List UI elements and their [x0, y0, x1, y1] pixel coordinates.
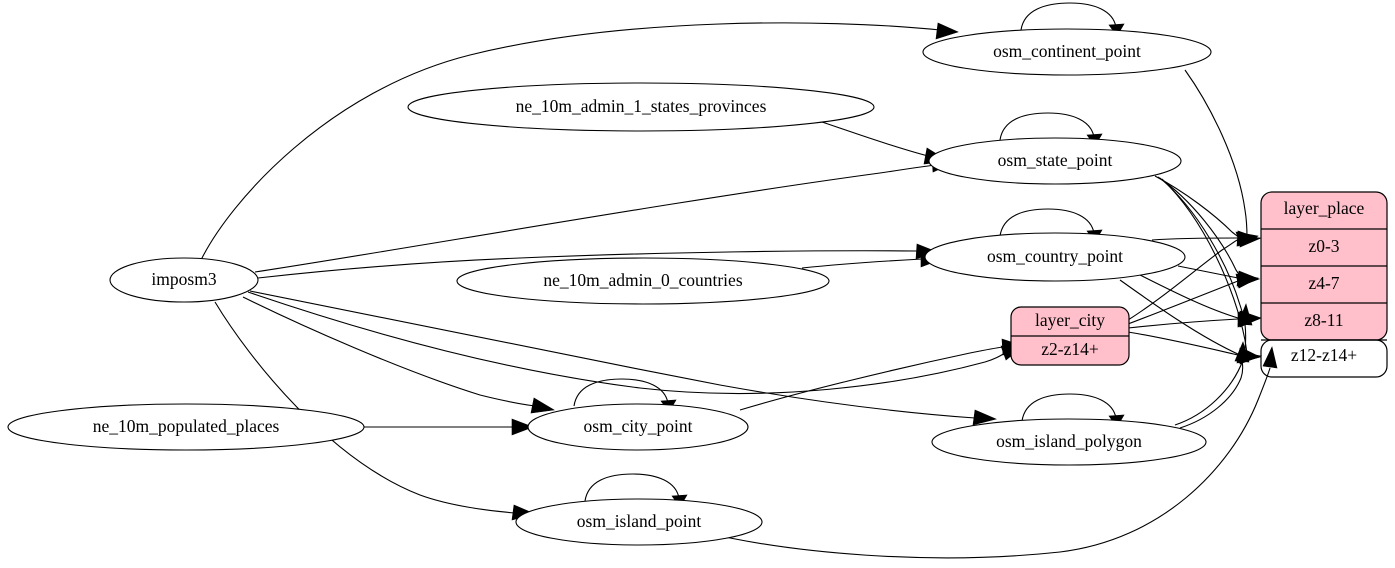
node-osm_state_point[interactable]: osm_state_point	[928, 137, 1182, 185]
nodes-layer: imposm3 ne_10m_admin_1_states_provinces …	[7, 28, 1212, 546]
node-ne_admin1-label: ne_10m_admin_1_states_provinces	[516, 96, 767, 116]
layer-city-header-label: layer_city	[1035, 310, 1105, 330]
record-node-layer_city[interactable]: layer_city z2-z14+	[1010, 306, 1130, 366]
layer-place-row-z0-3: z0-3	[1308, 236, 1339, 256]
node-island-point-label: osm_island_point	[577, 511, 702, 531]
edge-layer_city-to-layer_place-z4	[1127, 273, 1259, 325]
node-osm_city_point[interactable]: osm_city_point	[527, 403, 749, 451]
node-osm_island_polygon[interactable]: osm_island_polygon	[931, 418, 1207, 466]
edge-osm_city_point-to-layer_city	[739, 338, 1024, 411]
node-ne_10m_admin_0_countries[interactable]: ne_10m_admin_0_countries	[456, 257, 830, 305]
node-country-label: osm_country_point	[987, 246, 1123, 266]
node-ne_10m_admin_1_states_provinces[interactable]: ne_10m_admin_1_states_provinces	[407, 82, 875, 132]
edge-imposm3-to-layer_city	[247, 291, 1023, 395]
edge-layer_city-to-layer_place-z8	[1127, 311, 1259, 329]
node-osm_island_point[interactable]: osm_island_point	[515, 498, 763, 546]
layer-place-header-label: layer_place	[1284, 198, 1365, 218]
node-state-label: osm_state_point	[998, 150, 1113, 170]
edge-osm_island_polygon-to-layer_place-z12	[1179, 341, 1250, 429]
edge-ne_admin1-to-osm_state_point	[821, 121, 949, 165]
layer-place-row-z4-7: z4-7	[1308, 273, 1339, 293]
layer-place-row-z12-z14: z12-z14+	[1291, 345, 1357, 365]
edge-ne_admin0-to-osm_country_point	[801, 250, 943, 269]
node-continent-label: osm_continent_point	[993, 41, 1141, 61]
edge-ne_places-to-osm_city_point	[363, 418, 534, 436]
node-imposm3[interactable]: imposm3	[109, 257, 259, 303]
node-osm_continent_point[interactable]: osm_continent_point	[922, 28, 1212, 76]
layer-city-row-z2-z14: z2-z14+	[1041, 339, 1099, 359]
node-city-label: osm_city_point	[584, 416, 693, 436]
edge-osm_island_polygon-to-layer_place-z8	[1174, 303, 1253, 426]
node-osm_country_point[interactable]: osm_country_point	[924, 232, 1186, 282]
edge-imposm3-to-osm_island_polygon	[249, 290, 997, 426]
edge-layer_city-to-layer_place-z0	[1127, 231, 1259, 321]
node-imposm3-label: imposm3	[151, 269, 216, 289]
node-ne_10m_populated_places[interactable]: ne_10m_populated_places	[7, 403, 365, 451]
edge-osm_state_point-to-layer_place-z4	[1157, 176, 1260, 288]
layer-place-row-z8-11: z8-11	[1304, 310, 1343, 330]
node-ne_places-label: ne_10m_populated_places	[93, 416, 280, 436]
edge-imposm3-to-osm_continent_point	[199, 22, 959, 263]
edge-imposm3-to-osm_city_point	[242, 296, 555, 414]
edge-osm_island_point-to-layer_place	[702, 346, 1278, 559]
record-node-layer_place[interactable]: layer_place z0-3 z4-7 z8-11 z12-z14+	[1260, 191, 1388, 378]
node-island-polygon-label: osm_island_polygon	[996, 431, 1142, 451]
node-ne_admin0-label: ne_10m_admin_0_countries	[543, 270, 742, 290]
